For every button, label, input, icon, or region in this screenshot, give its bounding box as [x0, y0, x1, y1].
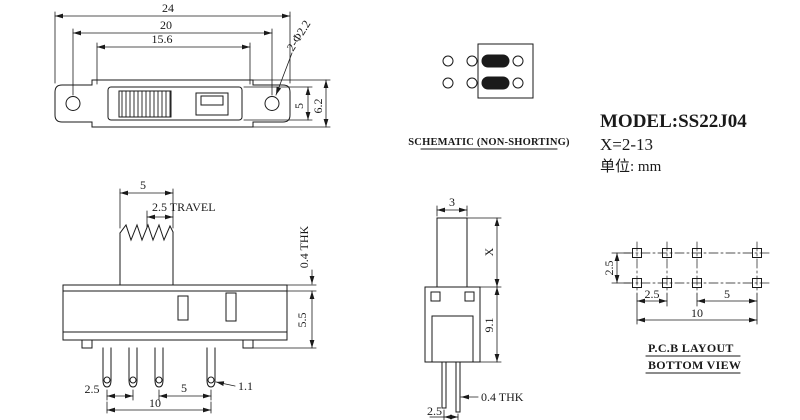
side-pin — [441, 361, 447, 409]
pin-terminal — [206, 347, 216, 388]
front-view-dimensions — [106, 188, 317, 414]
pcb-pad — [632, 248, 642, 258]
pcb-pad — [662, 278, 672, 288]
mounting-tab — [81, 339, 93, 349]
pcb-label-line2: BOTTOM VIEW — [648, 358, 741, 372]
dim-label-pin-pitch: 2.5 — [85, 382, 100, 396]
slider-knob-hatched — [118, 90, 172, 118]
pcb-pad — [662, 248, 672, 258]
side-view-dimensions — [429, 205, 502, 420]
contact-bridge — [481, 76, 510, 90]
contact-block-inner — [200, 95, 224, 106]
dim-label-pin-width: 1.1 — [238, 379, 253, 393]
dim-label-pin-span: 10 — [149, 396, 161, 410]
side-view — [424, 217, 481, 413]
dim-label-inner-height: 5 — [292, 103, 306, 109]
body-window — [225, 292, 237, 322]
dim-label-row-pitch: 2.5 — [602, 261, 616, 276]
pcb-pad — [752, 248, 762, 258]
model-number: MODEL:SS22J04 — [600, 111, 747, 132]
terminal-circle — [442, 77, 454, 89]
side-body-outline — [424, 286, 481, 363]
actuator-break-zigzag — [119, 223, 174, 242]
side-detail — [430, 291, 441, 302]
schematic-view — [420, 43, 558, 150]
dim-label-pin-thk: 0.4 THK — [481, 390, 524, 404]
schematic-frame — [477, 43, 534, 99]
pcb-pad — [752, 278, 762, 288]
dim-label-knob-width: 5 — [140, 178, 146, 192]
terminal-circle — [512, 55, 524, 67]
top-view-body-outline — [54, 79, 291, 128]
mounting-hole-left — [65, 96, 81, 111]
dim-label-holes: 2-Φ2.2 — [284, 18, 314, 54]
pin-terminal — [102, 347, 112, 388]
pin-tip — [103, 376, 111, 384]
terminal-circle — [442, 55, 454, 67]
dim-label-hole-pitch: 20 — [160, 18, 172, 32]
dim-label-side-pin-pitch: 2.5 — [427, 404, 442, 418]
unit-note: 单位: mm — [600, 158, 662, 175]
leader-line — [215, 381, 236, 387]
mounting-tab — [242, 339, 254, 349]
pcb-pad — [692, 278, 702, 288]
top-view — [54, 79, 291, 128]
recess-outline — [107, 86, 243, 121]
dim-label-actuator-height: X — [482, 247, 496, 256]
dim-label-plate-thk: 0.4 THK — [297, 225, 311, 268]
mounting-hole-right — [264, 96, 280, 111]
pin-tip — [155, 376, 163, 384]
terminal-circle — [466, 77, 478, 89]
top-view-dimensions — [54, 11, 331, 128]
schematic-label: SCHEMATIC (NON-SHORTING) — [408, 137, 570, 148]
title-block: MODEL:SS22J04 X=2-13 单位: mm — [600, 111, 747, 175]
dim-label-col-span: 5 — [724, 287, 730, 301]
pin-terminal — [154, 347, 164, 388]
dim-label-knob: 3 — [449, 195, 455, 209]
pin-terminal — [128, 347, 138, 388]
pcb-dimensions — [611, 252, 758, 325]
side-pin — [455, 361, 461, 413]
leader-line — [275, 52, 293, 96]
pcb-label-line1: P.C.B LAYOUT — [648, 341, 734, 355]
side-detail — [464, 291, 475, 302]
pin-tip — [207, 376, 215, 384]
pcb-pad — [692, 248, 702, 258]
front-body-outline — [62, 284, 288, 341]
dim-label-pin-span-right: 5 — [181, 381, 187, 395]
terminal-circle — [466, 55, 478, 67]
pin-tip — [129, 376, 137, 384]
contact-block — [195, 92, 229, 116]
dim-label-side-body-height: 9.1 — [482, 318, 496, 333]
side-base-inner — [431, 315, 474, 363]
body-window — [177, 295, 189, 321]
side-actuator — [436, 217, 468, 288]
dim-label-col-pitch: 2.5 — [645, 287, 660, 301]
front-view — [62, 223, 288, 388]
dim-label-body-height: 5.5 — [295, 313, 309, 328]
dim-label-travel: 2.5 TRAVEL — [152, 200, 216, 214]
dim-label-overall: 24 — [162, 1, 174, 15]
x-range: X=2-13 — [600, 135, 653, 154]
terminal-circle — [512, 77, 524, 89]
contact-bridge — [481, 54, 510, 68]
dim-label-total: 10 — [691, 306, 703, 320]
dim-label-height: 6.2 — [311, 99, 325, 114]
pcb-pad — [632, 278, 642, 288]
pcb-layout — [623, 241, 773, 374]
dim-label-recess: 15.6 — [152, 32, 173, 46]
